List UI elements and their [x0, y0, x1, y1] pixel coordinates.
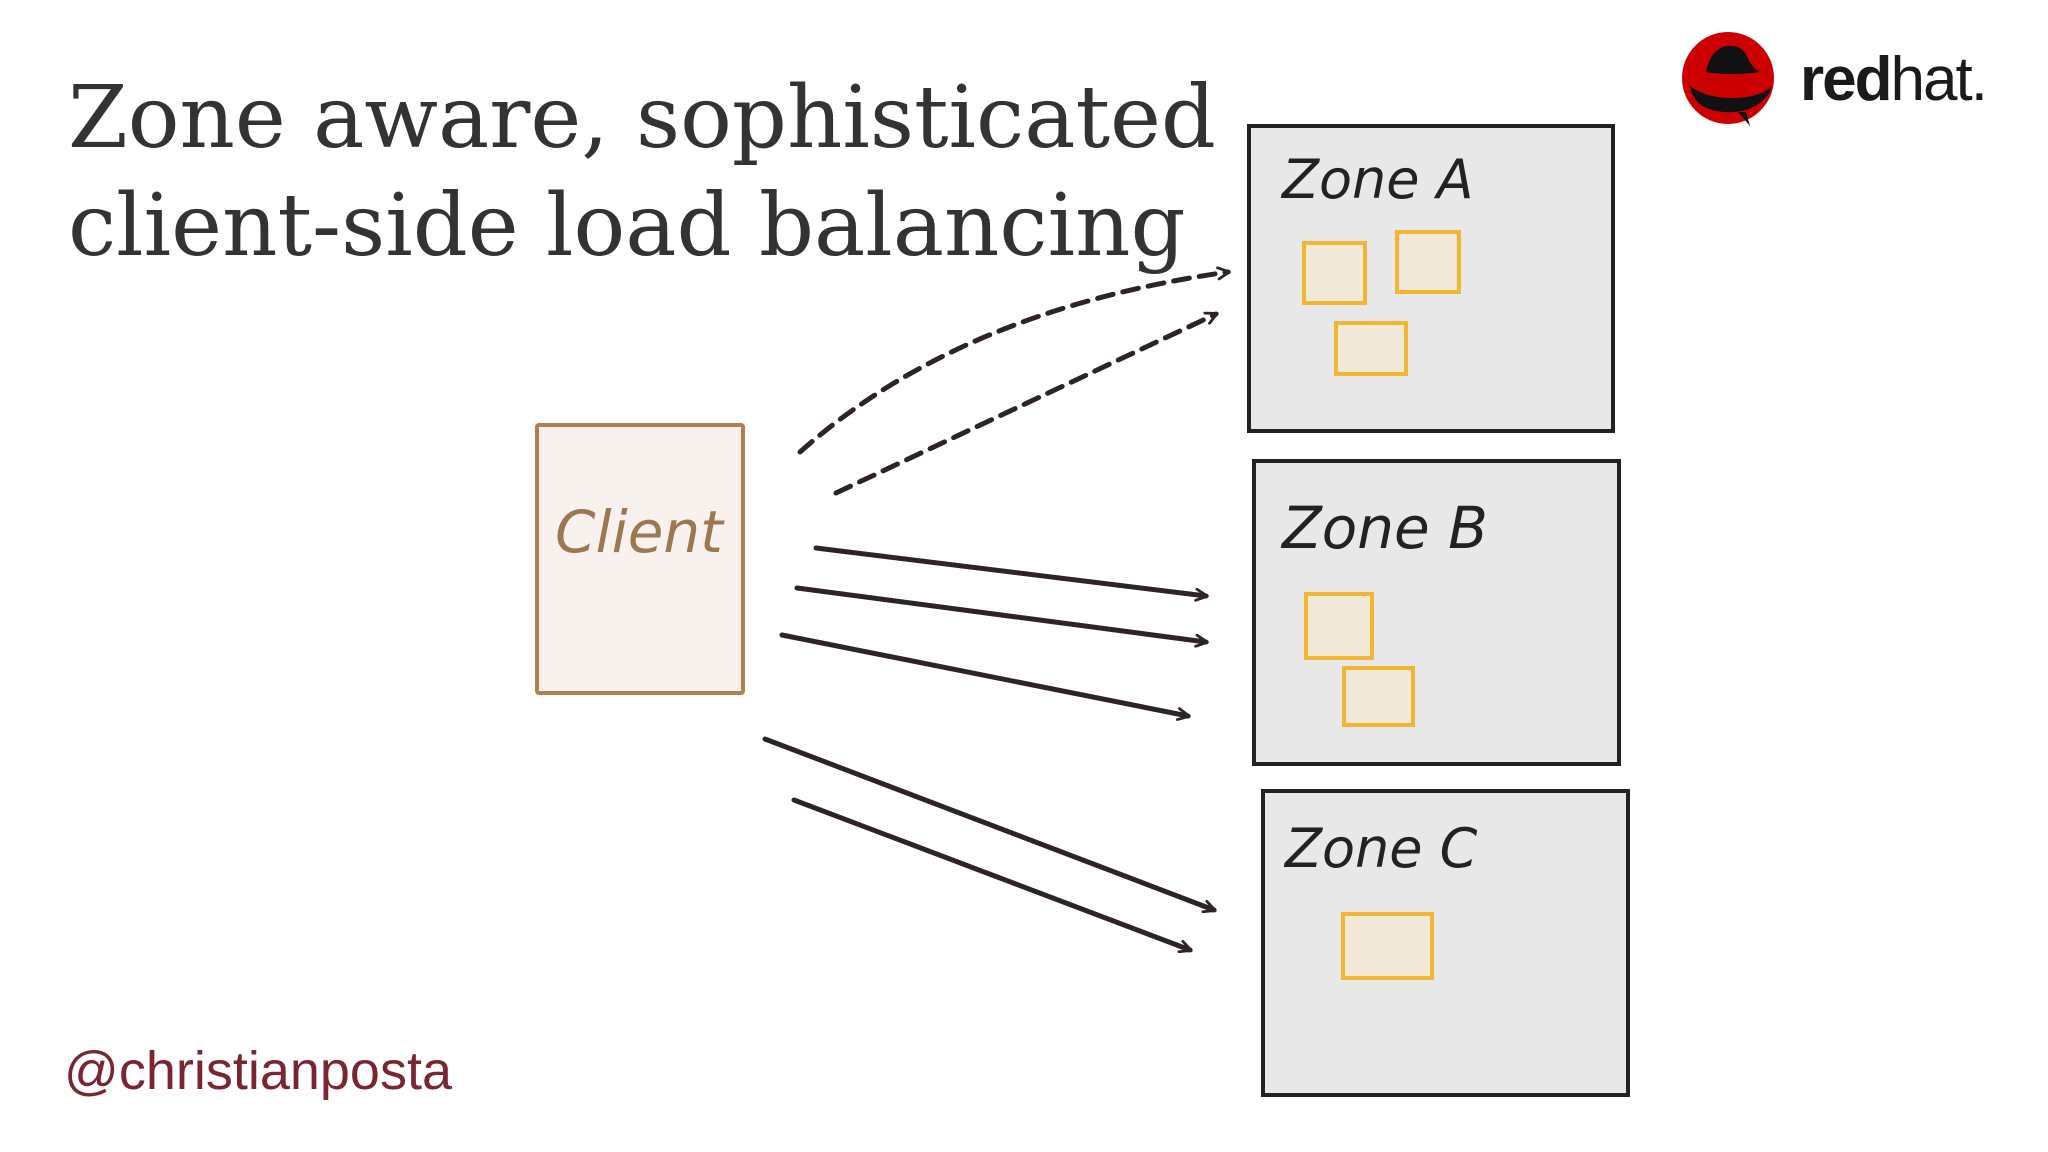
dashed-arrow-to-zone-a-1 [797, 266, 1231, 455]
arrow-to-zone-b-2 [794, 585, 1209, 648]
redhat-fedora-icon [1682, 32, 1774, 126]
title-line-2: client-side load balancing [68, 176, 1186, 276]
arrow-to-zone-b-3 [779, 632, 1191, 721]
client-box: Client [535, 423, 745, 695]
wordmark-hat: hat [1890, 45, 1972, 114]
zone-a-instance-2 [1395, 230, 1461, 294]
slide-title: Zone aware, sophisticated client-side lo… [68, 64, 1216, 280]
author-handle: @christianposta [64, 1041, 452, 1101]
dashed-arrow-to-zone-a-2 [833, 311, 1219, 496]
zone-c-label: Zone C [1283, 817, 1478, 880]
arrow-to-zone-b-1 [813, 545, 1209, 602]
arrow-to-zone-c-1 [762, 736, 1217, 914]
redhat-wordmark: redhat. [1800, 44, 1988, 115]
zone-b-instance-1 [1304, 592, 1374, 660]
zone-c-box: Zone C [1261, 789, 1630, 1097]
redhat-logo: redhat. [1676, 28, 2006, 128]
zone-b-instance-2 [1342, 666, 1415, 727]
zone-c-instance-1 [1341, 912, 1434, 980]
zone-a-instance-1 [1302, 241, 1367, 305]
wordmark-mark: . [1970, 45, 1988, 114]
zone-a-box: Zone A [1247, 124, 1615, 433]
zone-a-instance-3 [1334, 321, 1408, 376]
arrow-to-zone-c-2 [791, 797, 1193, 954]
wordmark-red: red [1800, 45, 1892, 114]
client-label: Client [555, 498, 725, 566]
zone-b-box: Zone B [1252, 459, 1621, 766]
zone-a-label: Zone A [1280, 148, 1474, 211]
zone-b-label: Zone B [1280, 494, 1488, 562]
title-line-1: Zone aware, sophisticated [68, 68, 1216, 168]
